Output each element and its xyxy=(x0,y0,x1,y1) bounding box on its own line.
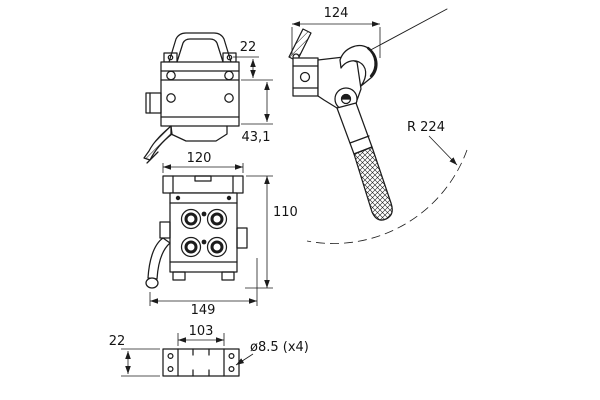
radius-label: R 224 xyxy=(407,120,445,135)
carry-bracket xyxy=(168,32,232,63)
knurled-grip xyxy=(353,146,393,221)
side-view xyxy=(143,32,240,164)
side-boss xyxy=(236,227,248,249)
front-body xyxy=(169,192,238,273)
bolt-hole xyxy=(180,208,202,230)
base-plate-view xyxy=(162,348,240,377)
base-plate-dimensions: 22 103 ø8.5 (x4) xyxy=(109,324,309,377)
claw xyxy=(143,125,173,161)
front-view-dimensions: 120 110 149 xyxy=(149,151,298,318)
mount-hole xyxy=(228,365,235,373)
dim-label-body-height: 43,1 xyxy=(242,130,271,145)
side-view-dimensions: 22 43,1 xyxy=(233,40,273,145)
hook-blade xyxy=(339,45,378,87)
radius-leader xyxy=(428,135,458,166)
dim-label-plate-width: 120 xyxy=(187,151,212,166)
mount-hole xyxy=(228,352,235,360)
dim-label-front-height: 110 xyxy=(273,205,298,220)
cutter-view xyxy=(288,8,448,221)
front-view xyxy=(145,175,248,289)
front-lever xyxy=(147,237,171,280)
bolt-hole xyxy=(206,236,228,258)
hole-note-label: ø8.5 (x4) xyxy=(250,340,309,355)
dim-label-base-thickness: 22 xyxy=(109,334,126,349)
mount-hole xyxy=(167,352,174,360)
swing-arc xyxy=(306,149,468,244)
head-block xyxy=(292,57,319,97)
top-plate xyxy=(162,175,244,194)
side-clamp xyxy=(145,92,162,114)
dim-label-bracket-height: 22 xyxy=(240,40,257,55)
dim-label-hole-spacing: 103 xyxy=(189,324,214,339)
hole-leader xyxy=(235,353,254,366)
dim-label-head-width: 124 xyxy=(324,6,349,21)
bolt-hole xyxy=(206,208,228,230)
bolt-hole xyxy=(180,236,202,258)
cutter-dimensions: 124 R 224 xyxy=(291,6,468,244)
mount-hole xyxy=(167,365,174,373)
dim-label-overall-width: 149 xyxy=(191,303,216,318)
base-plate xyxy=(162,348,240,377)
handle-shaft xyxy=(336,102,373,155)
